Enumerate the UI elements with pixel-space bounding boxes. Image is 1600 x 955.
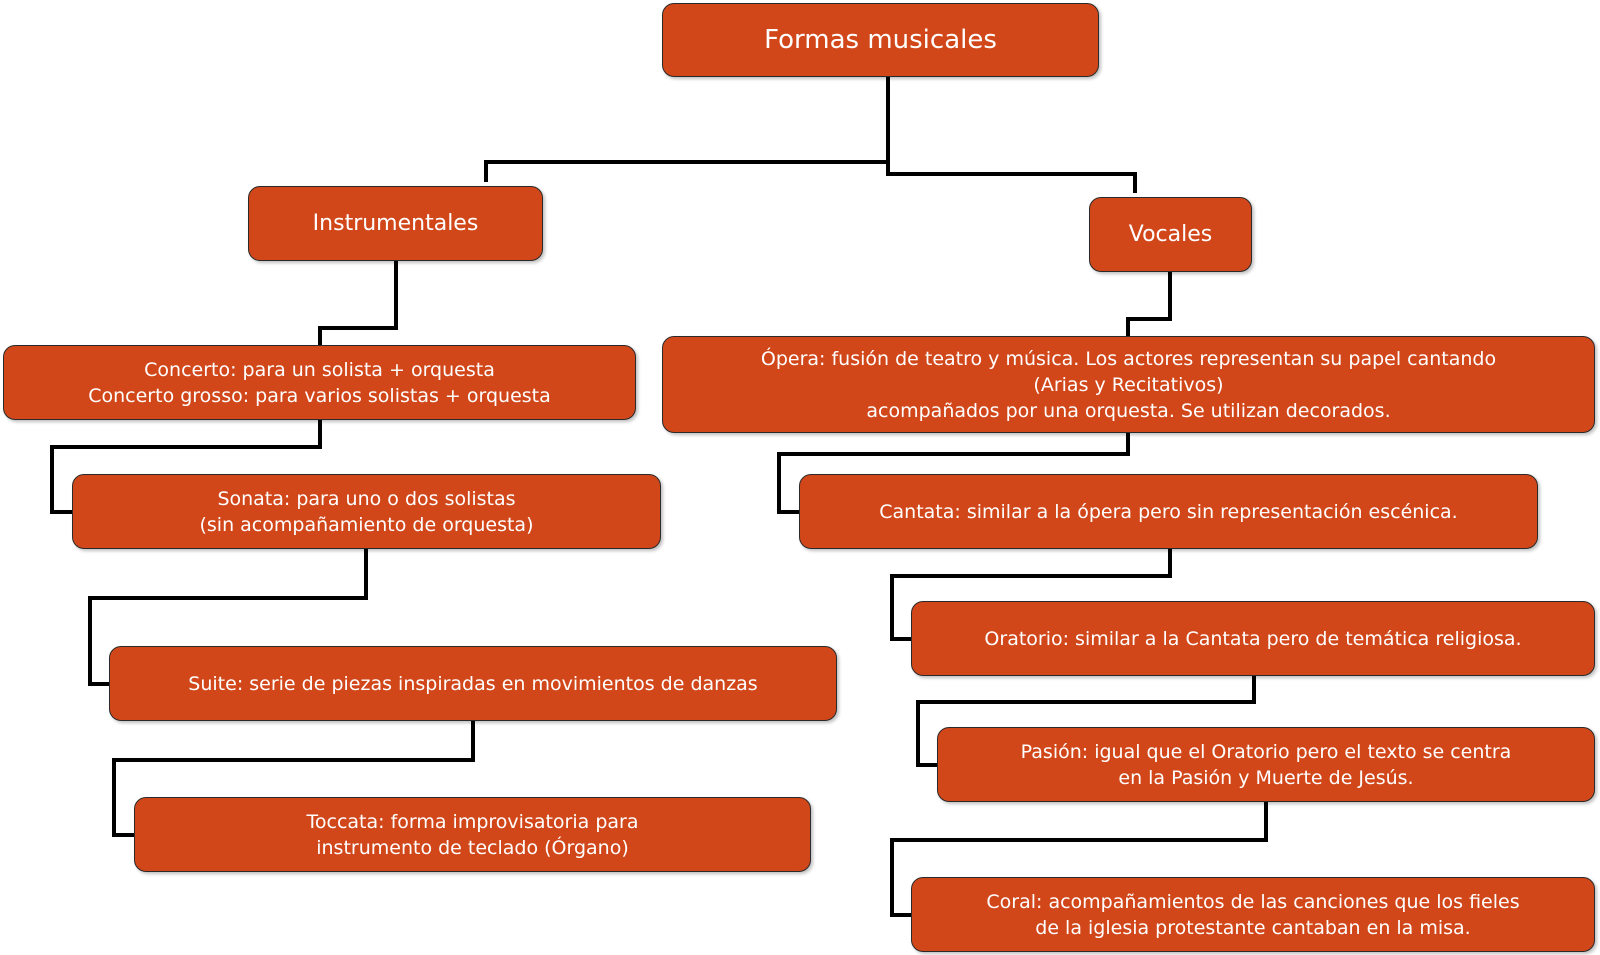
connector-suite-toccata [112,721,475,837]
connector-sonata-suite [88,549,368,686]
connector-vocales-opera [1126,272,1172,336]
connector-opera-cantata [777,433,1130,514]
toccata-node: Toccata: forma improvisatoria para instr… [134,797,811,872]
connector-root-instrumentales [484,77,890,182]
instrumentales-node: Instrumentales [248,186,543,261]
connector-root-vocales [886,77,1137,193]
concerto-node: Concerto: para un solista + orquesta Con… [3,345,636,420]
coral-node: Coral: acompañamientos de las canciones … [911,877,1595,952]
connector-oratorio-pasion [916,676,1256,767]
sonata-node: Sonata: para uno o dos solistas (sin aco… [72,474,661,549]
connector-instrumentales-concerto [318,261,398,345]
connector-cantata-oratorio [890,549,1172,641]
pasion-node: Pasión: igual que el Oratorio pero el te… [937,727,1595,802]
vocales-node: Vocales [1089,197,1252,272]
root-node: Formas musicales [662,3,1099,77]
connector-pasion-coral [890,802,1268,917]
oratorio-node: Oratorio: similar a la Cantata pero de t… [911,601,1595,676]
connector-concerto-sonata [50,420,322,514]
cantata-node: Cantata: similar a la ópera pero sin rep… [799,474,1538,549]
suite-node: Suite: serie de piezas inspiradas en mov… [109,646,837,721]
opera-node: Ópera: fusión de teatro y música. Los ac… [662,336,1595,433]
